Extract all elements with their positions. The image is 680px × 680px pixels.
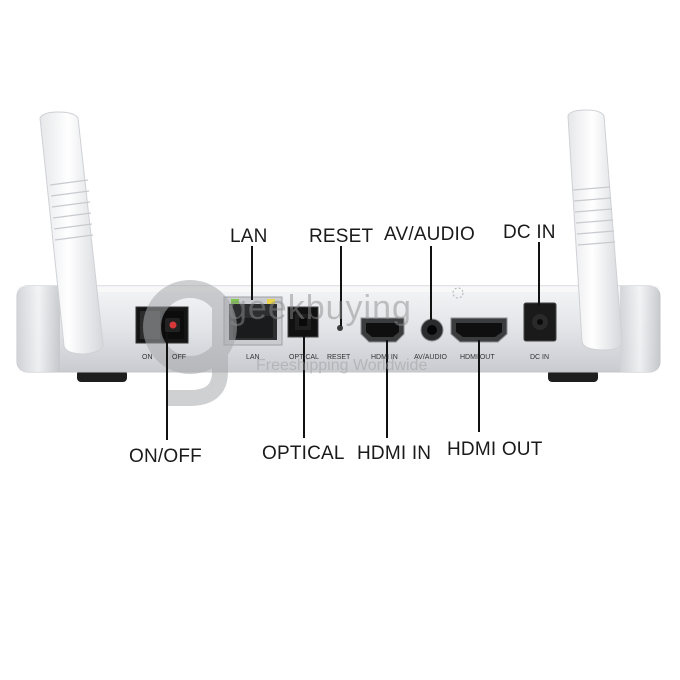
dc-in-port [523,302,557,342]
callout-optical: OPTICAL [262,443,345,464]
port-label-off: OFF [172,354,186,361]
callout-hdmi-in: HDMI IN [357,443,432,464]
callout-av-audio: AV/AUDIO [384,224,475,245]
lan-port [223,296,283,346]
port-label-lan: LAN [246,354,260,361]
right-foot [548,370,598,382]
port-label-hdmi-out: HDMI OUT [460,354,495,361]
left-antenna [39,111,104,355]
port-label-hdmi-in: HDMI IN [371,354,398,361]
right-antenna [567,109,623,351]
port-label-dc-in: DC IN [530,354,550,361]
callout-dc-in: DC IN [503,222,556,243]
hdmi-in-port [360,317,405,343]
watermark-logo-icon [143,280,237,406]
watermark-slogan: Freeshipping Worldwide [256,357,428,374]
port-label-reset: RESET [327,354,351,361]
av-audio-jack [420,318,444,342]
callout-hdmi-out: HDMI OUT [447,439,543,460]
port-label-av-audio: AV/AUDIO [414,354,447,361]
hdmi-out-port [450,317,508,343]
reset-hole [337,325,343,331]
left-foot [77,370,127,382]
callout-on-off: ON/OFF [129,446,202,467]
port-label-optical: OPTICAL [289,354,319,361]
optical-port [287,306,319,338]
wifi-logo-icon [452,287,464,299]
port-label-on: ON [142,354,153,361]
callout-reset: RESET [309,226,374,247]
watermark-brand: geekbuying [228,289,412,327]
callout-lan: LAN [230,226,268,247]
